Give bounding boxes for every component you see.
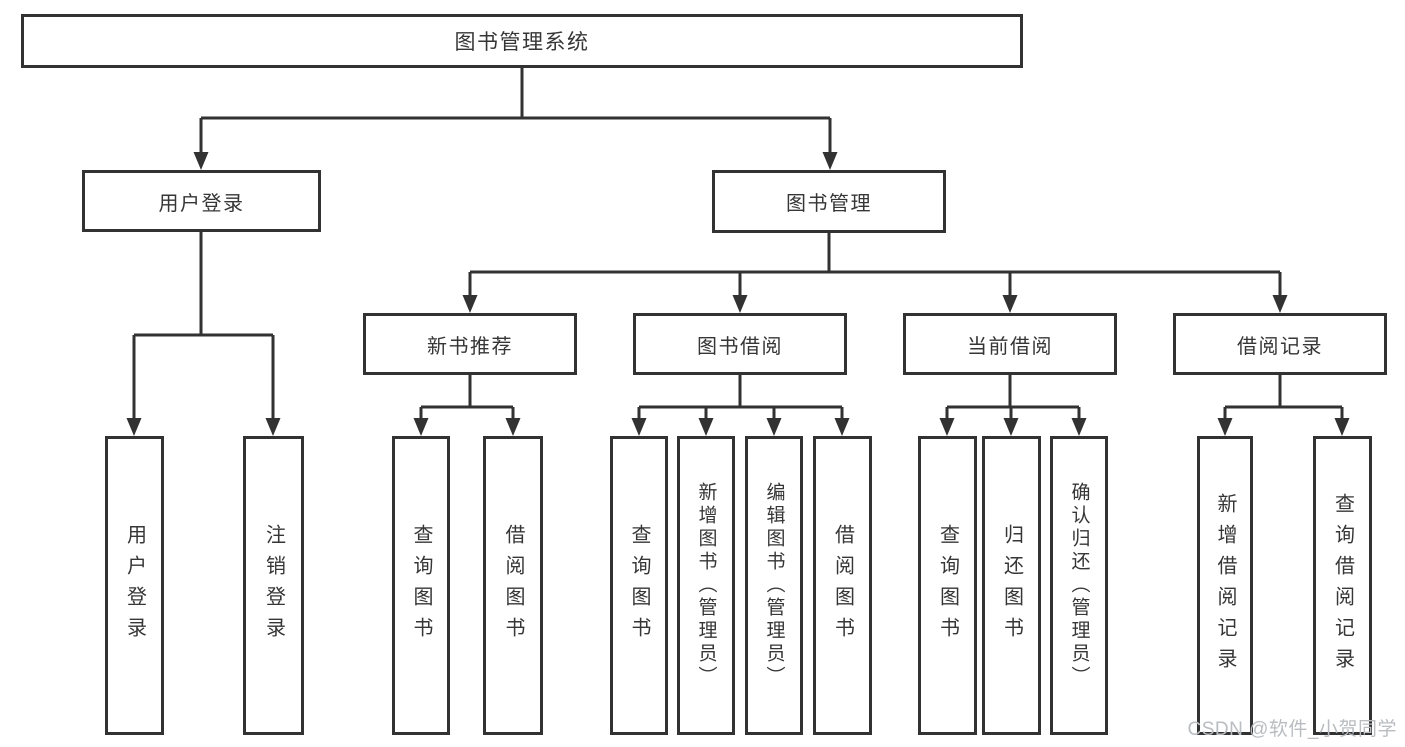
arrowheads — [126, 152, 1350, 436]
node-borrow-record: 借阅记录 — [1173, 313, 1387, 375]
arrow-down-icon — [766, 418, 782, 436]
csdn-watermark: CSDN @软件_小贺同学 — [1187, 719, 1397, 740]
leaf-add-borrow-record: 新增借阅记录 — [1197, 436, 1253, 735]
arrow-down-icon — [1071, 418, 1087, 436]
arrow-down-icon — [505, 418, 521, 436]
leaf-user-login: 用户登录 — [105, 436, 164, 735]
node-book-borrow: 图书借阅 — [633, 313, 847, 375]
node-current-borrow: 当前借阅 — [903, 313, 1117, 375]
arrow-down-icon — [1334, 418, 1350, 436]
node-system-root: 图书管理系统 — [21, 14, 1023, 68]
arrow-down-icon — [413, 418, 429, 436]
arrow-down-icon — [1217, 418, 1233, 436]
node-user-login: 用户登录 — [82, 170, 321, 232]
arrow-down-icon — [631, 418, 647, 436]
node-new-book-recommend: 新书推荐 — [363, 313, 577, 375]
leaf-query-borrow-record: 查询借阅记录 — [1313, 436, 1372, 735]
arrow-down-icon — [1272, 295, 1288, 313]
arrow-down-icon — [126, 418, 142, 436]
leaf-return-book: 归还图书 — [982, 436, 1041, 735]
arrow-down-icon — [1003, 418, 1019, 436]
node-book-management: 图书管理 — [712, 170, 946, 233]
arrow-down-icon — [265, 418, 281, 436]
leaf-borrow-query-book: 查询图书 — [610, 436, 668, 735]
leaf-confirm-return-admin: 确认归还（管理员） — [1050, 436, 1108, 735]
leaf-current-query-book: 查询图书 — [918, 436, 977, 735]
leaf-recommend-borrow-book: 借阅图书 — [483, 436, 543, 735]
arrow-down-icon — [698, 418, 714, 436]
arrow-down-icon — [1002, 295, 1018, 313]
leaf-recommend-query-book: 查询图书 — [392, 436, 450, 735]
arrow-down-icon — [462, 295, 478, 313]
arrow-down-icon — [822, 152, 838, 170]
arrow-down-icon — [834, 418, 850, 436]
arrow-down-icon — [193, 152, 209, 170]
leaf-logout: 注销登录 — [243, 436, 304, 735]
leaf-add-book-admin: 新增图书（管理员） — [677, 436, 735, 735]
leaf-edit-book-admin: 编辑图书（管理员） — [745, 436, 803, 735]
connector-paths — [132, 68, 1344, 421]
arrow-down-icon — [939, 418, 955, 436]
arrow-down-icon — [732, 295, 748, 313]
leaf-borrow-book: 借阅图书 — [813, 436, 872, 735]
